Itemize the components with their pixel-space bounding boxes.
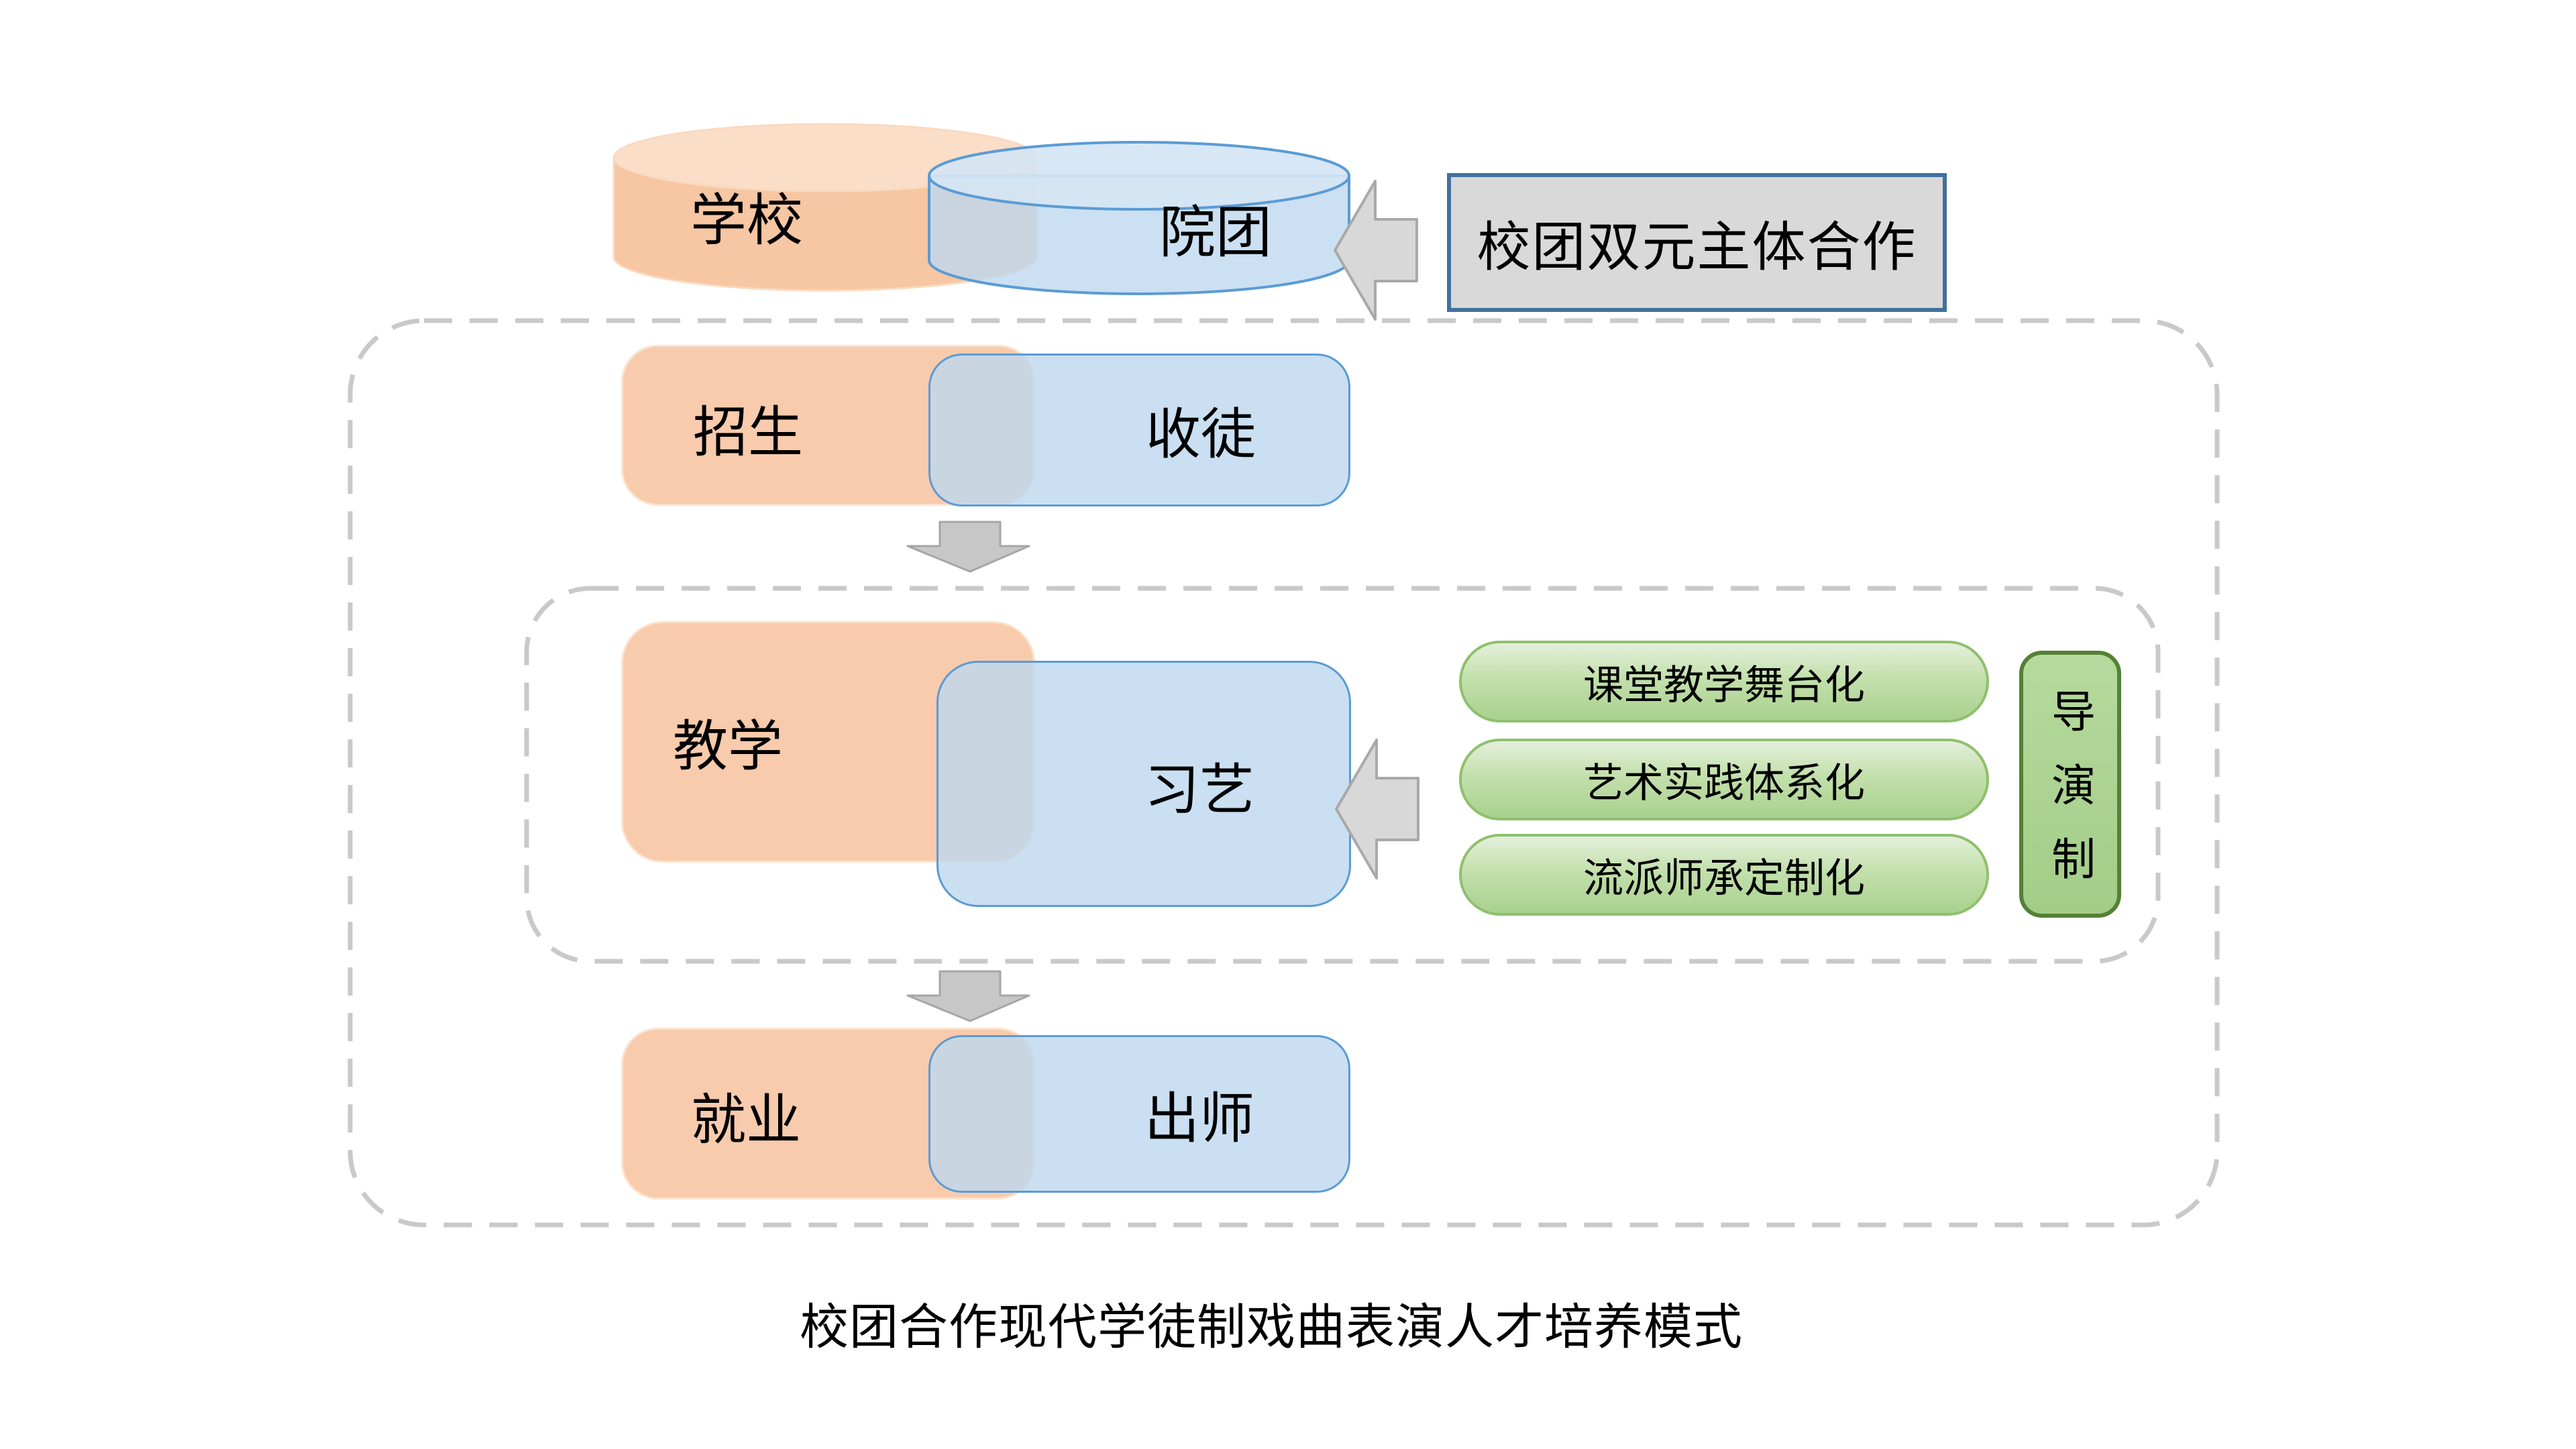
recruit-troupe-label: 收徒: [1145, 404, 1256, 466]
outer-dashed-frame: [347, 318, 2220, 1228]
feature-label: 流派师承定制化: [1583, 855, 1865, 901]
cooperation-label: 校团双元主体合作: [1477, 217, 1917, 277]
inner-dashed-frame: [524, 586, 2161, 964]
left-arrow-cooperation: [1334, 180, 1418, 321]
feature-label: 课堂教学舞台化: [1583, 662, 1865, 708]
teach-troupe-label: 习艺: [1144, 759, 1255, 821]
down-arrow-recruit-to-teach: [906, 521, 1030, 573]
down-arrow-teach-to-employ: [906, 970, 1030, 1022]
school-cylinder-label: 学校: [690, 189, 804, 252]
feature-label: 艺术实践体系化: [1583, 760, 1865, 806]
teach-school-label: 教学: [672, 716, 784, 777]
troupe-cylinder: [928, 141, 1350, 295]
director-system-box: 导演制: [2019, 651, 2121, 918]
feature-pill-practice: 艺术实践体系化: [1459, 739, 1989, 820]
troupe-cylinder-label: 院团: [1159, 201, 1273, 264]
employ-troupe-label: 出师: [1144, 1088, 1255, 1150]
recruit-troupe-box: [928, 354, 1350, 506]
employ-troupe-box: [928, 1035, 1350, 1193]
diagram-title: 校团合作现代学徒制戏曲表演人才培养模式: [800, 1300, 1743, 1354]
left-arrow-features: [1335, 739, 1419, 879]
teach-troupe-box: [936, 661, 1351, 907]
feature-pill-stage: 课堂教学舞台化: [1459, 641, 1989, 722]
recruit-school-label: 招生: [692, 402, 804, 464]
feature-pill-mentor: 流派师承定制化: [1459, 834, 1989, 916]
troupe-cylinder-top: [928, 141, 1350, 211]
director-system-label: 导演制: [2045, 688, 2095, 910]
cooperation-box: 校团双元主体合作: [1447, 173, 1947, 312]
employ-school-label: 就业: [690, 1089, 802, 1151]
